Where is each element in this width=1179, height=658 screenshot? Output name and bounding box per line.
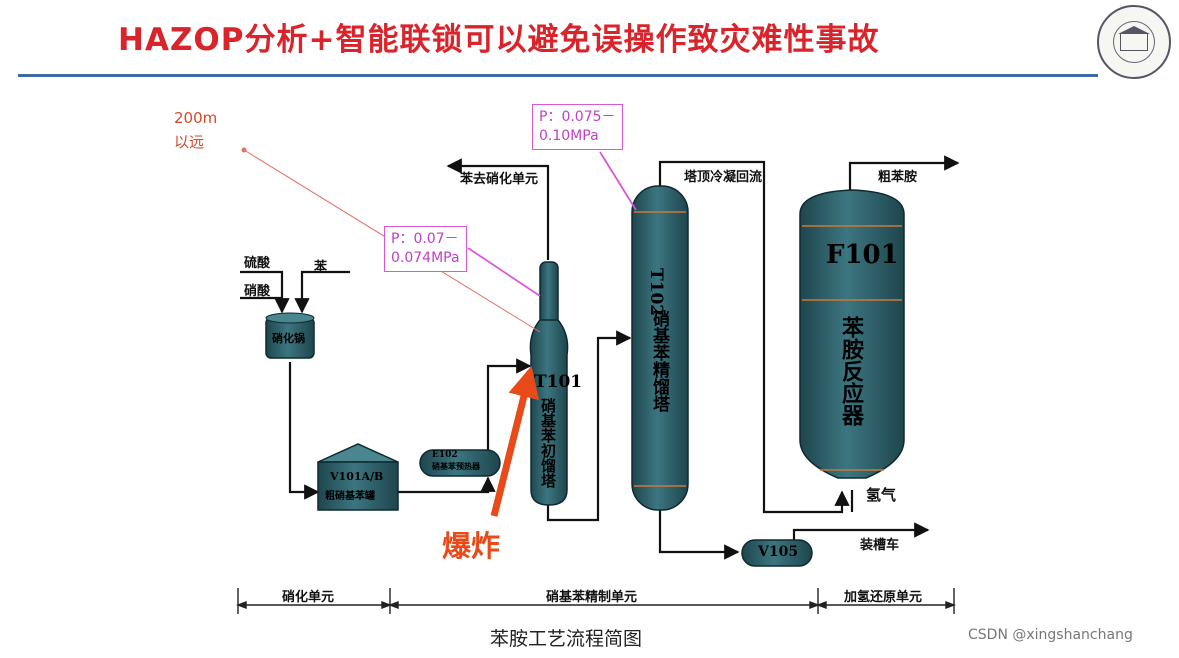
slide-title: HAZOP分析+智能联锁可以避免误操作致灾难性事故 xyxy=(118,22,880,58)
e102-tag: E102 xyxy=(432,450,458,460)
e102-preheater xyxy=(419,449,501,477)
diagram-caption: 苯胺工艺流程简图 xyxy=(490,628,643,650)
t101-tag: T101 xyxy=(534,372,583,392)
distance-note-line2: 以远 xyxy=(174,133,205,151)
t102-column xyxy=(631,185,689,511)
tank-truck-label: 装槽车 xyxy=(860,538,900,553)
e102-name: 硝基苯预热器 xyxy=(432,461,480,471)
f101-tag: F101 xyxy=(826,240,899,270)
t102-pressure-callout: P：0.075－ 0.10MPa xyxy=(532,104,623,150)
t101-to-t102-line xyxy=(546,330,632,522)
v101-tank xyxy=(317,443,399,511)
v101-tag: V101A/B xyxy=(330,470,384,483)
f101-reactor xyxy=(799,189,905,479)
overhead-reflux-label: 塔顶冷凝回流 xyxy=(684,170,763,185)
t101-pressure-callout: P：0.07－ 0.074MPa xyxy=(384,226,467,272)
t101-name: 硝基苯初馏塔 xyxy=(539,398,557,488)
t102-callout-leader xyxy=(599,151,637,211)
t102-name: 硝基苯精馏塔 xyxy=(649,310,669,412)
nitrator-label: 硝化锅 xyxy=(272,332,305,345)
v101-name: 粗硝基苯罐 xyxy=(325,491,375,502)
benzene-feed-line xyxy=(294,270,350,314)
v105-to-truck-line xyxy=(792,522,930,540)
benzene-label: 苯 xyxy=(314,260,328,275)
f101-name: 苯胺反应器 xyxy=(838,316,864,426)
benzene-to-nitration-label: 苯去硝化单元 xyxy=(460,172,539,187)
crude-aniline-label: 粗苯胺 xyxy=(878,170,918,185)
nitrator-outlet-line xyxy=(288,362,320,500)
university-seal-logo xyxy=(1097,5,1171,79)
crude-aniline-line xyxy=(848,155,960,190)
v105-tank xyxy=(741,539,813,567)
unit-nitration-label: 硝化单元 xyxy=(282,590,335,605)
v105-tag: V105 xyxy=(758,544,799,560)
explosion-label: 爆炸 xyxy=(442,529,501,563)
v101-to-e102-line xyxy=(398,476,496,494)
unit-refining-label: 硝基苯精制单元 xyxy=(546,590,638,605)
explosion-arrow xyxy=(490,365,540,517)
t101-callout-leader xyxy=(467,247,541,297)
hydrogen-label: 氢气 xyxy=(866,486,897,504)
title-divider xyxy=(18,74,1098,77)
t102-tag: T102 xyxy=(646,268,666,317)
sulfuric-acid-label: 硫酸 xyxy=(244,256,271,271)
t102-to-v105-line xyxy=(658,505,740,560)
watermark: CSDN @xingshanchang xyxy=(968,627,1133,643)
unit-hydrogenation-label: 加氢还原单元 xyxy=(844,590,923,605)
nitric-acid-label: 硝酸 xyxy=(244,284,271,299)
nitrator-vessel xyxy=(265,312,315,359)
distance-note-line1: 200m xyxy=(174,109,218,127)
t101-column xyxy=(529,261,569,506)
t101-overhead-line xyxy=(446,158,550,260)
t102-overhead-reflux-line xyxy=(658,160,850,514)
unit-division-bar xyxy=(236,588,956,614)
